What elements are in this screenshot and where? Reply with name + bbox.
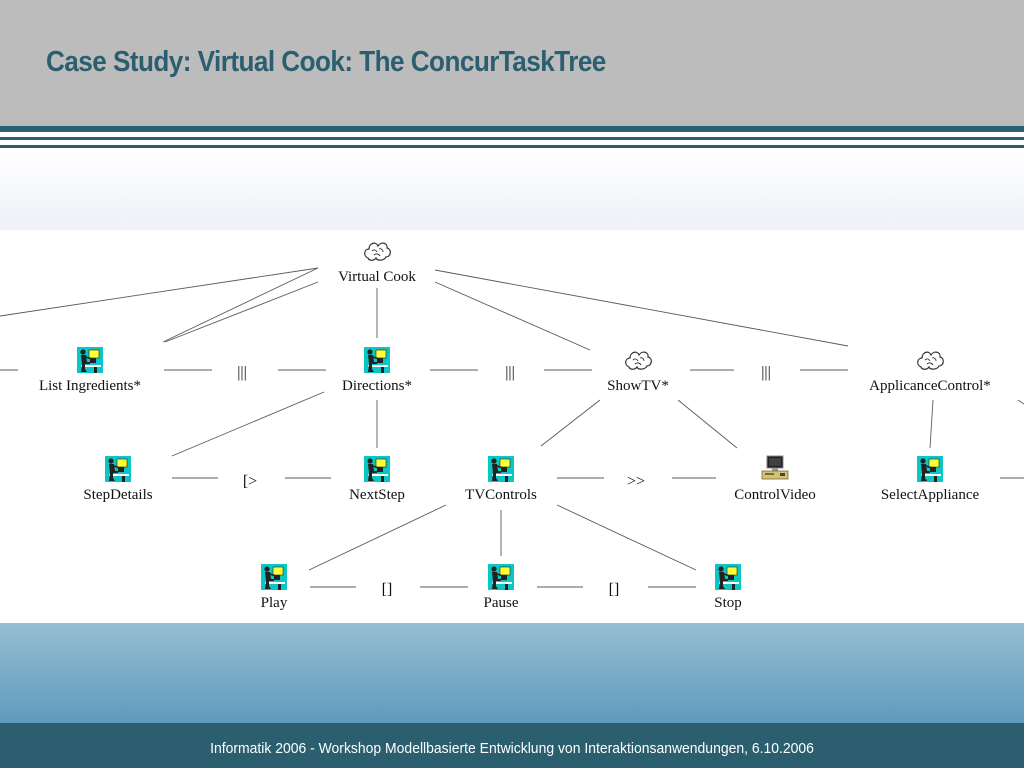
user-task-icon xyxy=(916,455,944,483)
tree-edge xyxy=(162,267,319,343)
task-node-tvcontrols: TVControls xyxy=(465,455,537,503)
sibling-connector xyxy=(1017,399,1024,405)
task-node-play: Play xyxy=(260,563,288,611)
computer-icon xyxy=(761,455,789,480)
task-label: TVControls xyxy=(465,487,537,503)
task-node-showtv: ShowTV* xyxy=(607,351,669,394)
task-label: List Ingredients* xyxy=(39,378,141,394)
user-task-icon xyxy=(714,563,742,591)
tree-edge xyxy=(164,281,319,343)
cloud-icon xyxy=(625,351,652,370)
task-node-virtual-cook: Virtual Cook xyxy=(338,242,416,285)
tree-edge xyxy=(434,269,849,347)
tree-edge xyxy=(677,399,738,449)
user-task-icon xyxy=(363,455,391,483)
task-label: ApplicanceControl* xyxy=(869,378,991,394)
user-task-icon xyxy=(260,563,288,591)
temporal-operator: [] xyxy=(609,581,620,598)
task-label: NextStep xyxy=(349,487,405,503)
temporal-operator: ||| xyxy=(761,364,771,381)
temporal-operator: [] xyxy=(382,581,393,598)
temporal-operator: ||| xyxy=(505,364,515,381)
user-task-icon xyxy=(76,346,104,374)
tree-edge xyxy=(556,504,697,571)
cloud-icon xyxy=(917,351,944,370)
task-label: ShowTV* xyxy=(607,378,669,394)
slide-title: Case Study: Virtual Cook: The ConcurTask… xyxy=(46,46,606,78)
task-label: StepDetails xyxy=(83,487,152,503)
tree-edge xyxy=(308,504,447,571)
temporal-operator: ||| xyxy=(237,364,247,381)
cloud-icon xyxy=(364,242,391,261)
tree-edge xyxy=(929,399,934,449)
footer-text: Informatik 2006 - Workshop Modellbasiert… xyxy=(210,740,814,757)
task-node-pause: Pause xyxy=(484,563,519,611)
task-label: ControlVideo xyxy=(734,487,816,503)
task-label: Pause xyxy=(484,595,519,611)
user-task-icon xyxy=(363,346,391,374)
temporal-operator: [> xyxy=(243,473,257,490)
sibling-connector xyxy=(0,267,319,317)
accent-line-thick xyxy=(0,126,1024,132)
task-label: SelectAppliance xyxy=(881,487,980,503)
task-label: Virtual Cook xyxy=(338,269,416,285)
header-bar: Case Study: Virtual Cook: The ConcurTask… xyxy=(0,0,1024,126)
task-node-select-appliance: SelectAppliance xyxy=(881,455,980,503)
user-task-icon xyxy=(104,455,132,483)
task-node-applicance-control: ApplicanceControl* xyxy=(869,351,991,394)
user-task-icon xyxy=(487,563,515,591)
tree-edge xyxy=(171,391,325,457)
task-label: Directions* xyxy=(342,378,412,394)
tree-edge xyxy=(540,399,601,447)
user-task-icon xyxy=(487,455,515,483)
task-node-controlvideo: ControlVideo xyxy=(734,455,816,503)
accent-line-mid xyxy=(0,137,1024,140)
accent-line-thin xyxy=(0,145,1024,148)
bottom-gradient-band xyxy=(0,623,1024,723)
task-node-directions: Directions* xyxy=(342,346,412,394)
task-node-nextstep: NextStep xyxy=(349,455,405,503)
temporal-operator: >> xyxy=(627,473,645,490)
task-label: Play xyxy=(261,595,288,611)
task-label: Stop xyxy=(714,595,742,611)
task-node-stop: Stop xyxy=(714,563,742,611)
task-node-stepdetails: StepDetails xyxy=(83,455,153,503)
task-node-list-ingredients: List Ingredients* xyxy=(39,346,141,394)
footer-bar: Informatik 2006 - Workshop Modellbasiert… xyxy=(0,723,1024,768)
gradient-band xyxy=(0,150,1024,230)
tree-edge xyxy=(434,281,591,351)
